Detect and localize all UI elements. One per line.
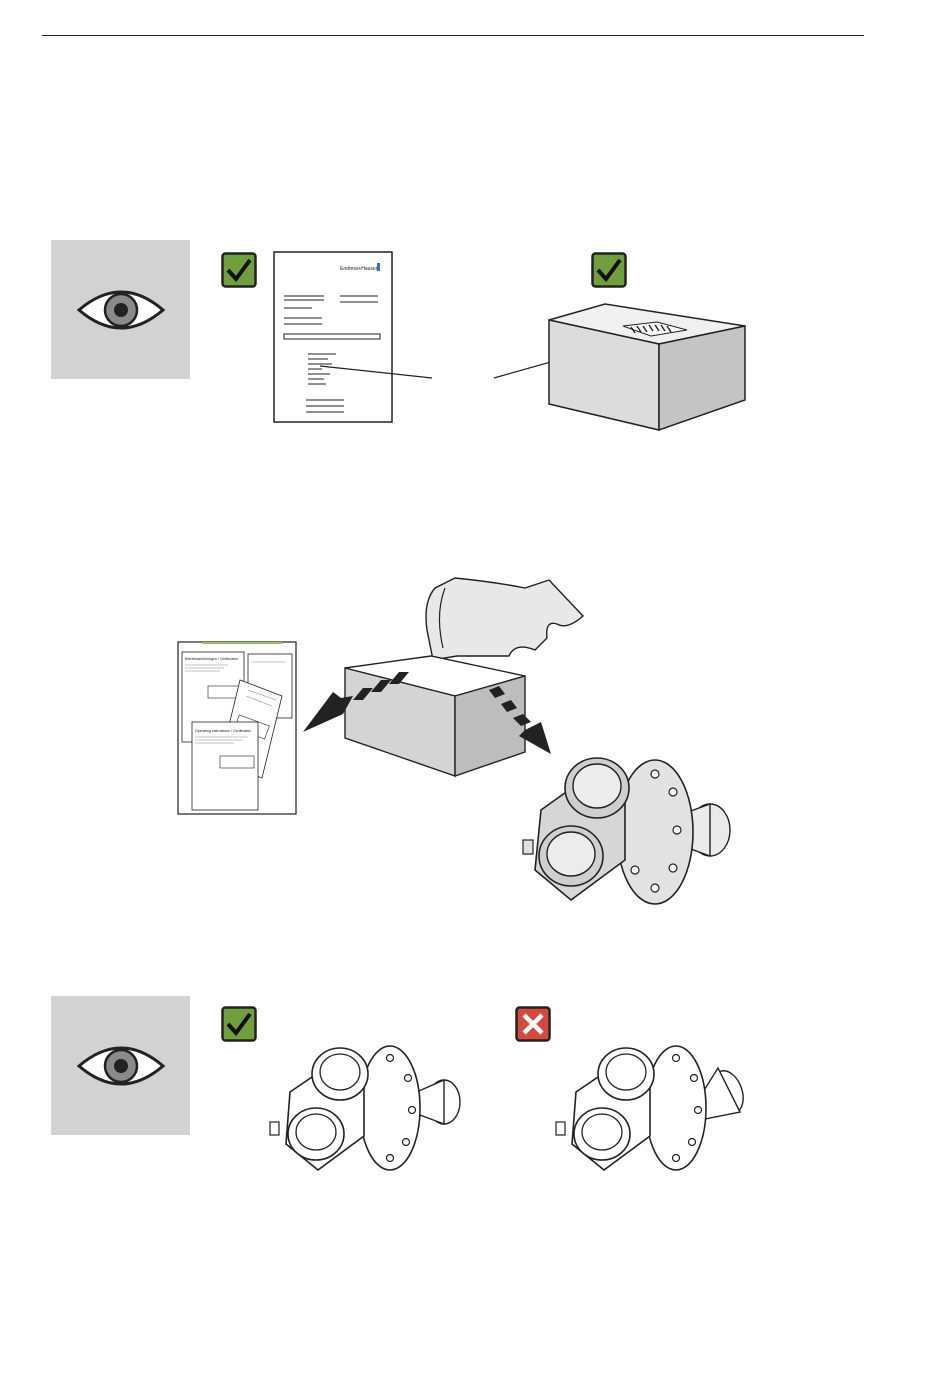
device-intact-illustration xyxy=(262,1040,467,1180)
documentation-set-illustration: Betriebsanleitungen / Certificates Opera… xyxy=(176,640,300,818)
package-illustration xyxy=(545,300,750,435)
documents-title-1: Betriebsanleitungen / Certificates xyxy=(185,657,238,661)
inspect-panel-bottom xyxy=(51,996,190,1135)
device-illustration xyxy=(505,740,735,910)
callout-lines xyxy=(0,0,950,500)
cross-icon xyxy=(515,1006,551,1042)
device-damaged-illustration xyxy=(548,1040,753,1180)
check-icon xyxy=(221,1006,257,1042)
documents-title-2: Operating instructions / Certificates xyxy=(195,729,251,733)
eye-icon xyxy=(51,996,190,1135)
